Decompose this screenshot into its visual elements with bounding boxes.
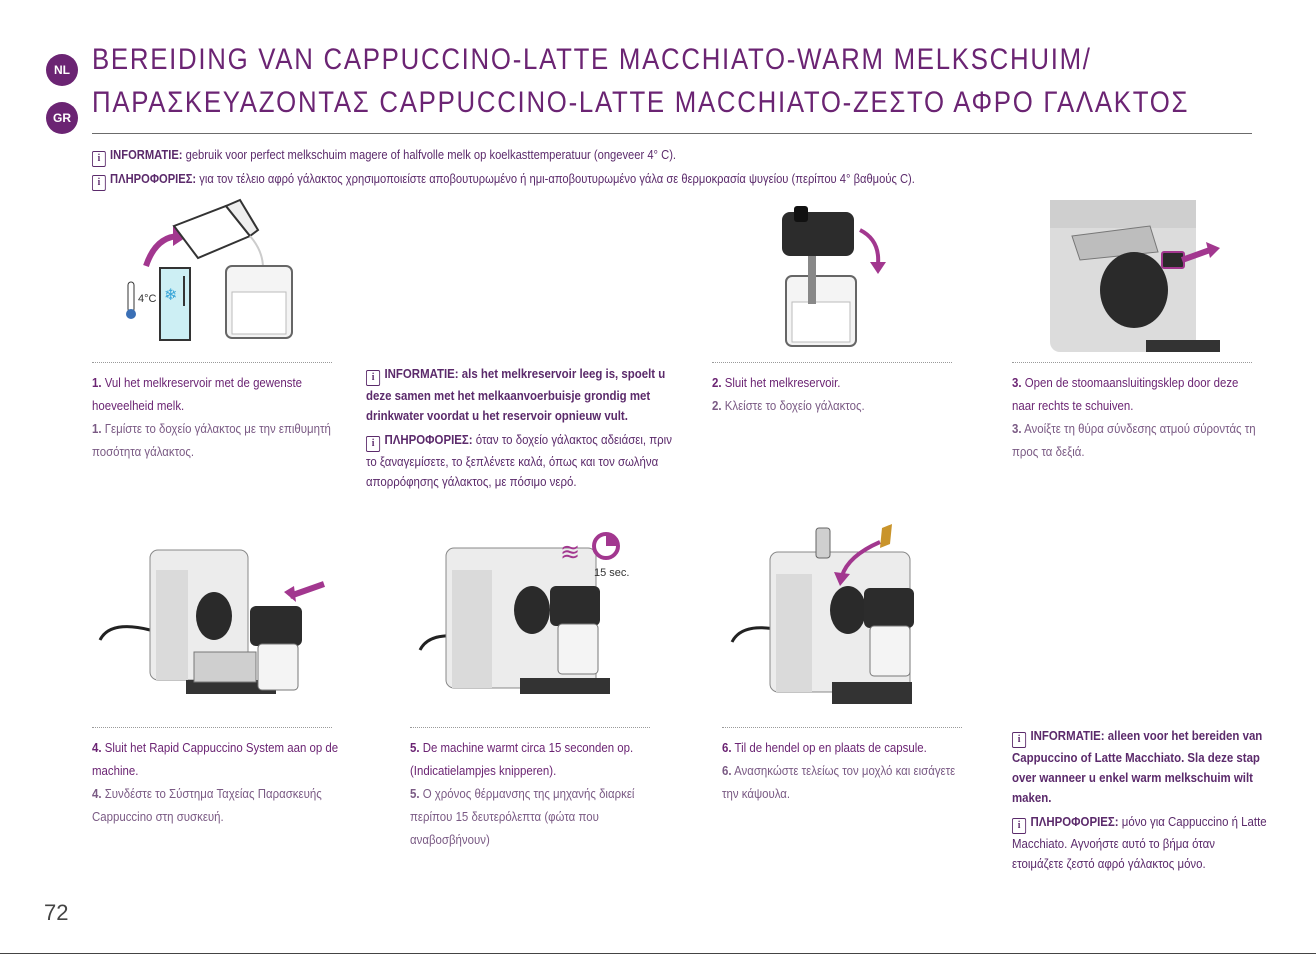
section-divider [712,362,952,363]
page-title-nl: BEREIDING VAN CAPPUCCINO-LATTE MACCHIATO… [92,43,1092,76]
step-5: 5. De machine warmt circa 15 seconden op… [410,740,635,847]
milk-reservoir-icon [257,643,299,691]
info-icon: i [366,370,381,386]
section-divider [1012,362,1252,363]
info-label: INFORMATIE: [110,147,183,162]
language-badge-nl: NL [46,54,78,86]
footer-divider [0,953,1316,954]
illustration-lift-lever [730,524,914,704]
illustration-attach-system [98,549,325,694]
thermometer-icon [127,281,135,313]
language-badge-gr: GR [46,102,78,134]
page-number: 72 [44,900,69,925]
arrow-right-icon [1206,242,1220,258]
curved-arrow-icon [840,540,881,577]
title-divider [92,133,1252,134]
info-icon: i [92,151,106,167]
snowflake-icon: ❄ [164,287,177,304]
page-title-gr: ΠΑΡΑΣΚΕΥΑΖΟΝΤΑΣ CAPPUCCINO-LATTE MACCHIA… [92,86,1190,119]
step-2: 2. Sluit het melkreservoir. 2. Κλείστε τ… [712,375,865,413]
info-icon: i [92,175,106,191]
section-divider [410,727,650,728]
step-1: 1. Vul het melkreservoir met de gewenste… [92,375,331,459]
illustration-close-reservoir [782,206,886,347]
info-label: ΠΛΗΡΟΦΟΡΙΕΣ: [110,171,197,186]
curved-arrow-icon [859,228,881,265]
fridge-icon [159,267,191,341]
info-icon: i [366,436,381,452]
info-note-nl: i INFORMATIE: gebruik voor perfect melksc… [92,147,676,167]
illustration-steam-valve [1050,200,1220,352]
step-3: 3. Open de stoomaansluitingsklep door de… [1012,375,1256,459]
info-text: gebruik voor perfect melkschuim magere o… [182,147,677,162]
info-icon: i [1012,732,1027,748]
step-6: 6. Til de hendel op en plaats de capsule… [722,740,956,801]
section-divider [722,727,962,728]
section-divider [92,362,332,363]
svg-text:15 sec.: 15 sec. [594,567,629,579]
step-4: 4. Sluit het Rapid Cappuccino System aan… [92,740,339,824]
illustration-warm-up: ≋ 15 sec. [418,532,629,694]
milk-lid-icon [782,212,854,256]
svg-text:4°C: 4°C [138,293,157,305]
section-divider [92,727,332,728]
machine-head-icon [1100,252,1168,328]
steam-valve-icon [1161,251,1185,269]
info-icon: i [1012,818,1027,834]
arrow-left-icon [284,586,296,602]
milk-lid-icon [250,606,302,646]
info-note-gr: i ΠΛΗΡΟΦΟΡΙΕΣ: για τον τέλειο αφρό γάλακτ… [92,171,915,191]
capsule-icon [880,524,892,548]
info-text: για τον τέλειο αφρό γάλακτος χρησιμοποιε… [196,171,915,186]
heat-waves-icon: ≋ [560,539,580,566]
illustration-fill-milk: 4°C ❄ [126,198,293,341]
